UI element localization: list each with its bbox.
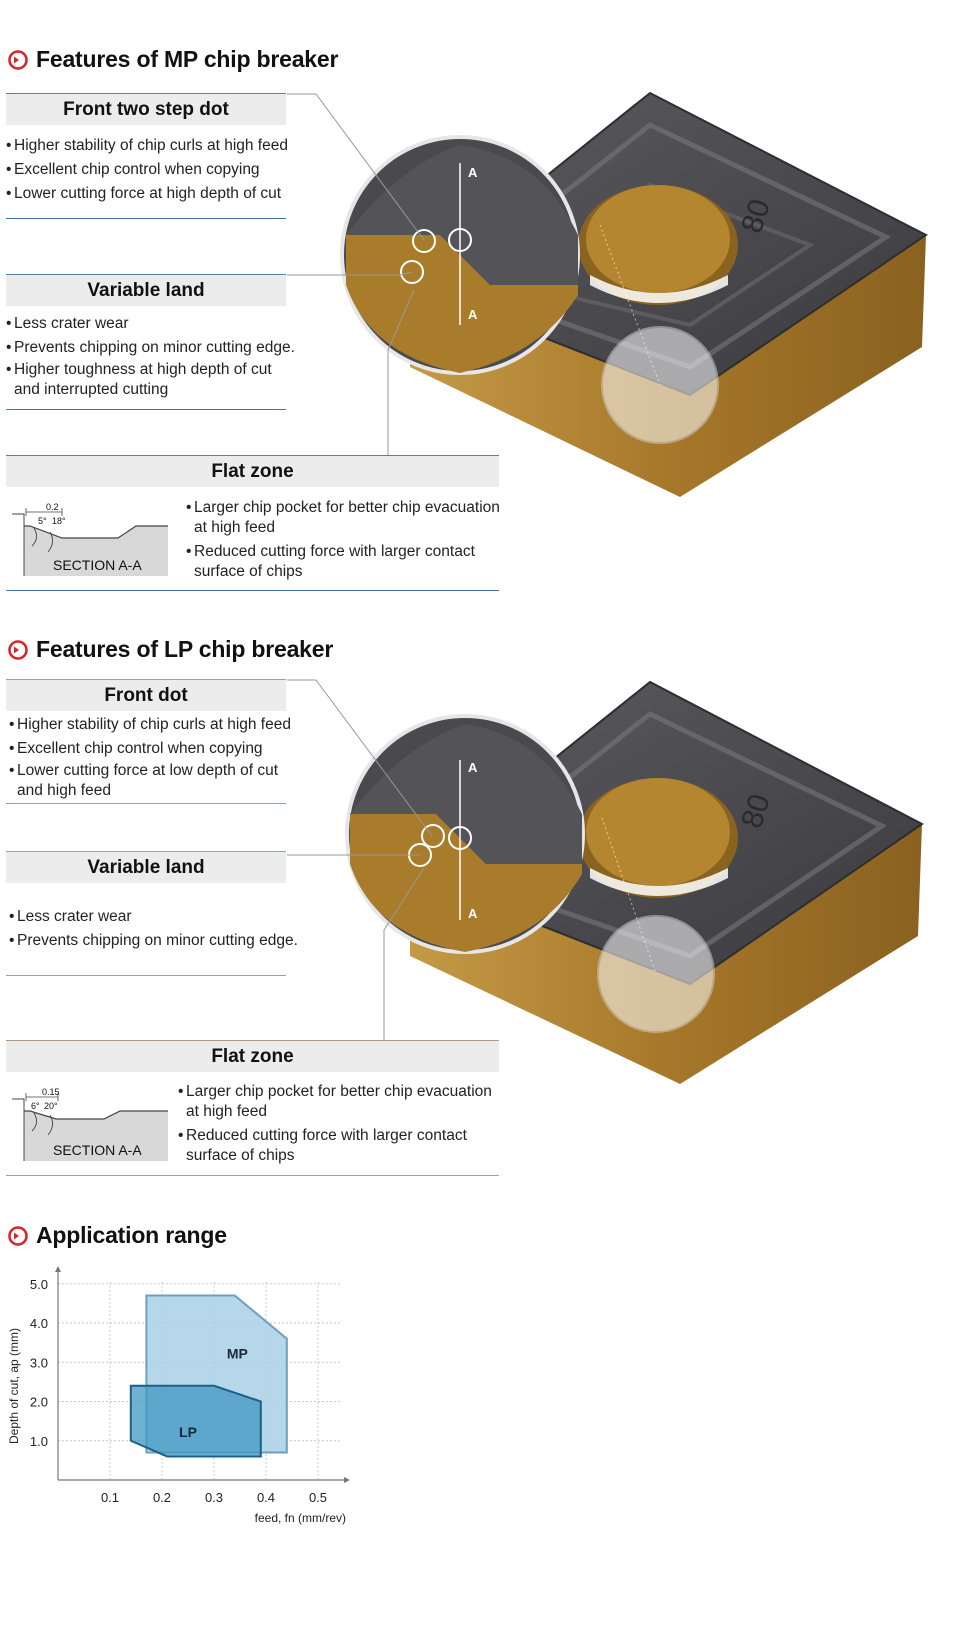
list-item: Less crater wear [6, 312, 296, 336]
lp-section-title: Features of LP chip breaker [8, 636, 333, 663]
y-tick-label: 4.0 [30, 1316, 48, 1331]
divider [6, 1175, 499, 1176]
lp-land-heading: Variable land [6, 851, 286, 883]
mp-front-list: Higher stability of chip curls at high f… [6, 134, 296, 206]
lp-flat-heading: Flat zone [6, 1040, 499, 1072]
x-tick-label: 0.1 [101, 1490, 119, 1505]
list-item: Lower cutting force at low depth of cut … [9, 761, 279, 801]
mp-mark-a-top: A [468, 165, 478, 180]
mp-insert-illustration: 80 A A [340, 91, 928, 497]
mp-land-list: Less crater wear Prevents chipping on mi… [6, 312, 296, 404]
divider [6, 803, 286, 804]
region-lp [129, 1384, 262, 1458]
y-tick-label: 1.0 [30, 1434, 48, 1449]
mp-section-title: Features of MP chip breaker [8, 46, 338, 73]
list-item: Excellent chip control when copying [9, 737, 299, 761]
mp-mark-a-bottom: A [468, 307, 478, 322]
divider [6, 218, 286, 219]
lp-leader-lines [287, 679, 433, 1040]
mp-title-text: Features of MP chip breaker [36, 46, 339, 72]
list-item: Larger chip pocket for better chip evacu… [178, 1082, 496, 1122]
list-item: Lower cutting force at high depth of cut [6, 182, 296, 206]
y-tick-label: 3.0 [30, 1355, 48, 1370]
x-tick-label: 0.4 [257, 1490, 275, 1505]
list-item: Prevents chipping on minor cutting edge. [6, 336, 296, 360]
mp-front-heading: Front two step dot [6, 93, 286, 125]
x-tick-label: 0.2 [153, 1490, 171, 1505]
mp-section-diagram [12, 508, 168, 576]
list-item: Reduced cutting force with larger contac… [178, 1126, 478, 1166]
y-axis-label: Depth of cut, ap (mm) [7, 1328, 21, 1444]
list-item: Larger chip pocket for better chip evacu… [186, 498, 504, 538]
chart-svg: MP LP 0.1 0.2 0.3 0.4 0.5 1.0 2.0 3.0 4.0 5.0 feed, … [7, 1266, 350, 1525]
lp-section-label: SECTION A-A [53, 1142, 142, 1158]
divider [6, 590, 499, 591]
list-item: Prevents chipping on minor cutting edge. [9, 929, 299, 953]
y-tick-label: 2.0 [30, 1395, 48, 1410]
lp-mark-a-top: A [468, 760, 478, 775]
divider [6, 409, 286, 410]
mp-land-heading: Variable land [6, 274, 286, 306]
lp-dim-label: 0.15 [42, 1087, 60, 1097]
x-tick-label: 0.3 [205, 1490, 223, 1505]
lp-front-list: Higher stability of chip curls at high f… [9, 713, 299, 805]
app-title-text: Application range [36, 1222, 227, 1248]
mp-angle2-label: 18° [52, 516, 66, 526]
application-range-chart: MP LP 0.1 0.2 0.3 0.4 0.5 1.0 2.0 3.0 4.0 5.0 feed, … [0, 1262, 360, 1542]
list-item: Higher stability of chip curls at high f… [6, 134, 296, 158]
divider [6, 975, 286, 976]
x-tick-label: 0.5 [309, 1490, 327, 1505]
mp-angle1-label: 5° [38, 516, 47, 526]
mp-flat-list: Larger chip pocket for better chip evacu… [186, 498, 504, 586]
lp-section-diagram [12, 1093, 168, 1161]
mp-flat-heading: Flat zone [6, 455, 499, 487]
mp-leader-lines [287, 93, 425, 455]
list-item: Reduced cutting force with larger contac… [186, 542, 486, 582]
mp-section-label: SECTION A-A [53, 557, 142, 573]
list-item: Higher stability of chip curls at high f… [9, 713, 299, 737]
app-section-title: Application range [8, 1222, 227, 1249]
lp-angle2-label: 20° [44, 1101, 58, 1111]
chevron-circle-icon [8, 639, 28, 660]
y-tick-label: 5.0 [30, 1277, 48, 1292]
region-label-lp: LP [179, 1424, 197, 1440]
x-axis-arrow [344, 1477, 350, 1483]
list-item: Less crater wear [9, 905, 299, 929]
x-axis-label: feed, fn (mm/rev) [255, 1511, 346, 1525]
lp-flat-list: Larger chip pocket for better chip evacu… [178, 1082, 496, 1170]
list-item: Excellent chip control when copying [6, 158, 296, 182]
list-item: Higher toughness at high depth of cut an… [6, 360, 276, 400]
mp-dim-label: 0.2 [46, 502, 59, 512]
region-label-mp: MP [227, 1345, 248, 1361]
lp-insert-illustration: 80 A A [345, 680, 924, 1084]
lp-mark-a-bottom: A [468, 906, 478, 921]
chevron-circle-icon [8, 1225, 28, 1246]
lp-land-list: Less crater wear Prevents chipping on mi… [9, 905, 299, 953]
lp-title-text: Features of LP chip breaker [36, 636, 334, 662]
chevron-circle-icon [8, 49, 28, 70]
lp-angle1-label: 6° [31, 1101, 40, 1111]
y-axis-arrow [55, 1266, 61, 1272]
lp-front-heading: Front dot [6, 679, 286, 711]
